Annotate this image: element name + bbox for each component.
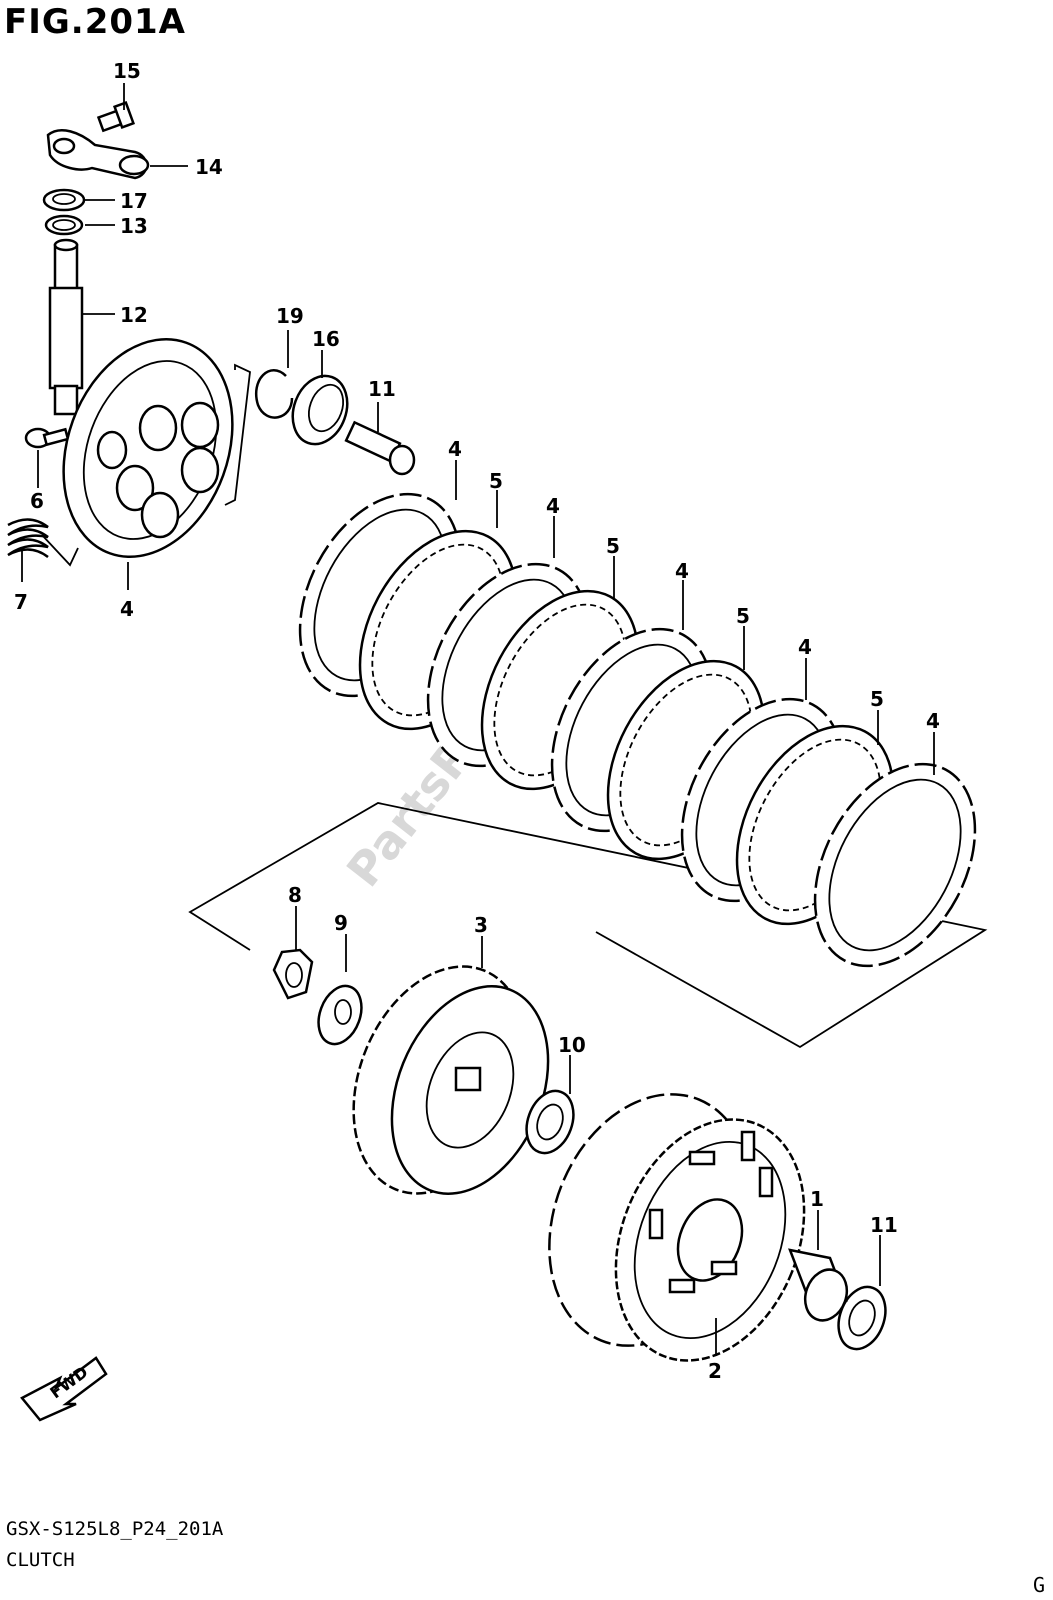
part-14-lever [46,129,150,180]
callout-2: 2 [708,1359,722,1383]
callout-4a: 4 [448,437,462,461]
callout-19: 19 [276,304,304,328]
part-8-spring [7,518,49,559]
callout-15: 13 [120,214,148,238]
fwd-arrow-icon: FWD [20,1356,108,1422]
part-15-washer [44,214,84,236]
callout-14: 14 [195,155,223,179]
callout-13: 12 [120,303,148,327]
callout-5b: 5 [606,534,620,558]
drive-plate-4e [813,762,977,968]
callout-3: 3 [474,913,488,937]
callout-16: 16 [312,327,340,351]
callout-11a: 10 [558,1033,586,1057]
part-10-lock-washer [317,984,363,1046]
callout-7: 6 [30,489,44,513]
callout-4d: 4 [798,635,812,659]
part-13-shaft [48,238,84,416]
callout-6: 4 [120,597,134,621]
callout-1: 1 [810,1187,824,1211]
callout-4c: 4 [675,559,689,583]
corner-mark: G [1032,1573,1045,1597]
callout-5c: 5 [736,604,750,628]
callout-11b: 11 [870,1213,898,1237]
part-2-clutch-housing [548,1093,806,1362]
callout-5d: 5 [870,687,884,711]
callout-17: 17 [120,189,148,213]
assembly-bracket [188,802,988,1049]
callout-10: 9 [334,911,348,935]
part-18-screw [96,101,136,133]
part-1-spacer [788,1248,849,1322]
figure-code: GSX-S125L8_P24_201A [6,1518,224,1540]
pressure-plate-bracket [224,363,251,506]
part-16-bearing [291,374,349,446]
part-19-circlip [255,369,294,419]
part-9-nut [272,948,314,1000]
part-17-oil-seal [42,188,86,212]
callout-9: 8 [288,883,302,907]
part-12-push-piece [344,420,416,476]
part-3-clutch-hub [352,965,550,1195]
figure-title: FIG.201A [4,2,186,42]
part-7-bolt [24,427,70,449]
spring-bracket [41,534,79,567]
callout-12: 11 [368,377,396,401]
callout-18: 15 [113,59,141,83]
callout-4e: 4 [926,709,940,733]
callout-4b: 4 [546,494,560,518]
figure-name: CLUTCH [6,1549,75,1571]
callout-8: 7 [14,590,28,614]
part-6-pressure-plate [62,338,234,558]
callout-5a: 5 [489,469,503,493]
part-11-thrust-washer-a [525,1089,575,1155]
